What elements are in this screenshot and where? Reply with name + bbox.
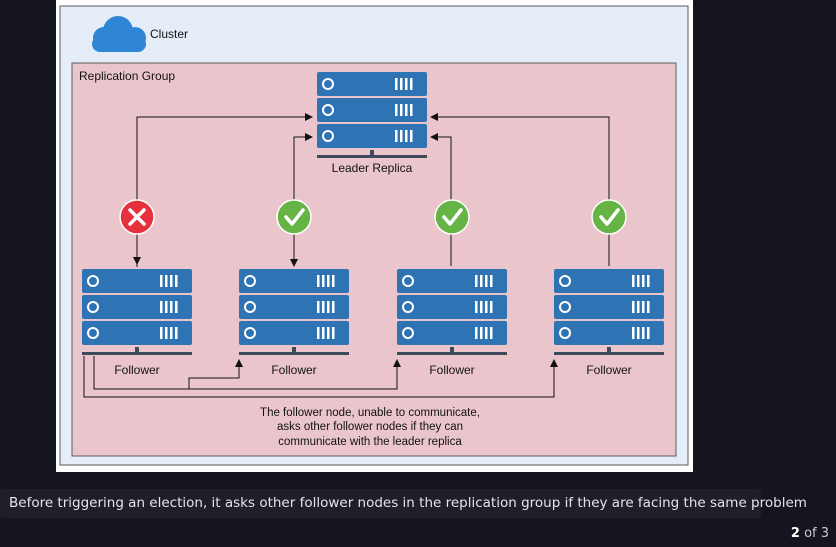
note-line-2: asks other follower nodes if they can — [277, 421, 463, 433]
cloud-icon — [92, 16, 146, 52]
follower-query-lines — [83, 356, 558, 398]
caption-bar: Before triggering an election, it asks o… — [0, 489, 807, 518]
diagram-canvas: Cluster Replication Group Leader Replica… — [59, 5, 689, 466]
leader-server-icon — [317, 72, 427, 158]
cluster-label: Cluster — [150, 27, 188, 41]
note-line-3: communicate with the leader replica — [278, 436, 462, 448]
follower-label-1: Follower — [114, 363, 159, 377]
leader-replica-label: Leader Replica — [332, 161, 413, 175]
follower-server-icon-1 — [82, 269, 192, 355]
architecture-diagram: Cluster Replication Group Leader Replica… — [56, 0, 693, 472]
check-icon — [591, 199, 627, 235]
follower-server-icon-4 — [554, 269, 664, 355]
caption-text: Before triggering an election, it asks o… — [9, 495, 807, 511]
current-page: 2 — [790, 526, 800, 541]
follower-server-icon-3 — [397, 269, 507, 355]
follower-server-icon-2 — [239, 269, 349, 355]
error-x-icon — [119, 199, 155, 235]
check-icon — [276, 199, 312, 235]
follower-label-2: Follower — [271, 363, 316, 377]
follower-label-3: Follower — [429, 363, 474, 377]
page-total: of 3 — [804, 526, 829, 541]
server-nodes — [82, 72, 664, 355]
status-badges — [119, 199, 627, 235]
replication-group-label: Replication Group — [79, 69, 175, 83]
page-indicator: 2 of 3 — [791, 526, 829, 541]
note-line-1: The follower node, unable to communicate… — [260, 407, 480, 419]
check-icon — [434, 199, 470, 235]
follower-label-4: Follower — [586, 363, 631, 377]
